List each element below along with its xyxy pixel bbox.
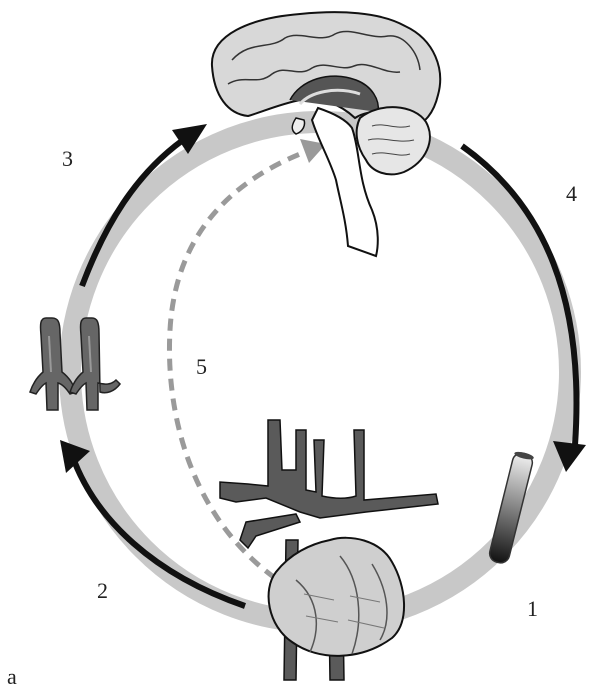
step-label-1: 1	[527, 598, 538, 620]
step-label-2: 2	[97, 580, 108, 602]
panel-letter: a	[7, 666, 17, 688]
step-label-5: 5	[196, 356, 207, 378]
heart-icon	[220, 420, 438, 680]
step-label-3: 3	[62, 148, 73, 170]
step-label-4: 4	[566, 183, 577, 205]
